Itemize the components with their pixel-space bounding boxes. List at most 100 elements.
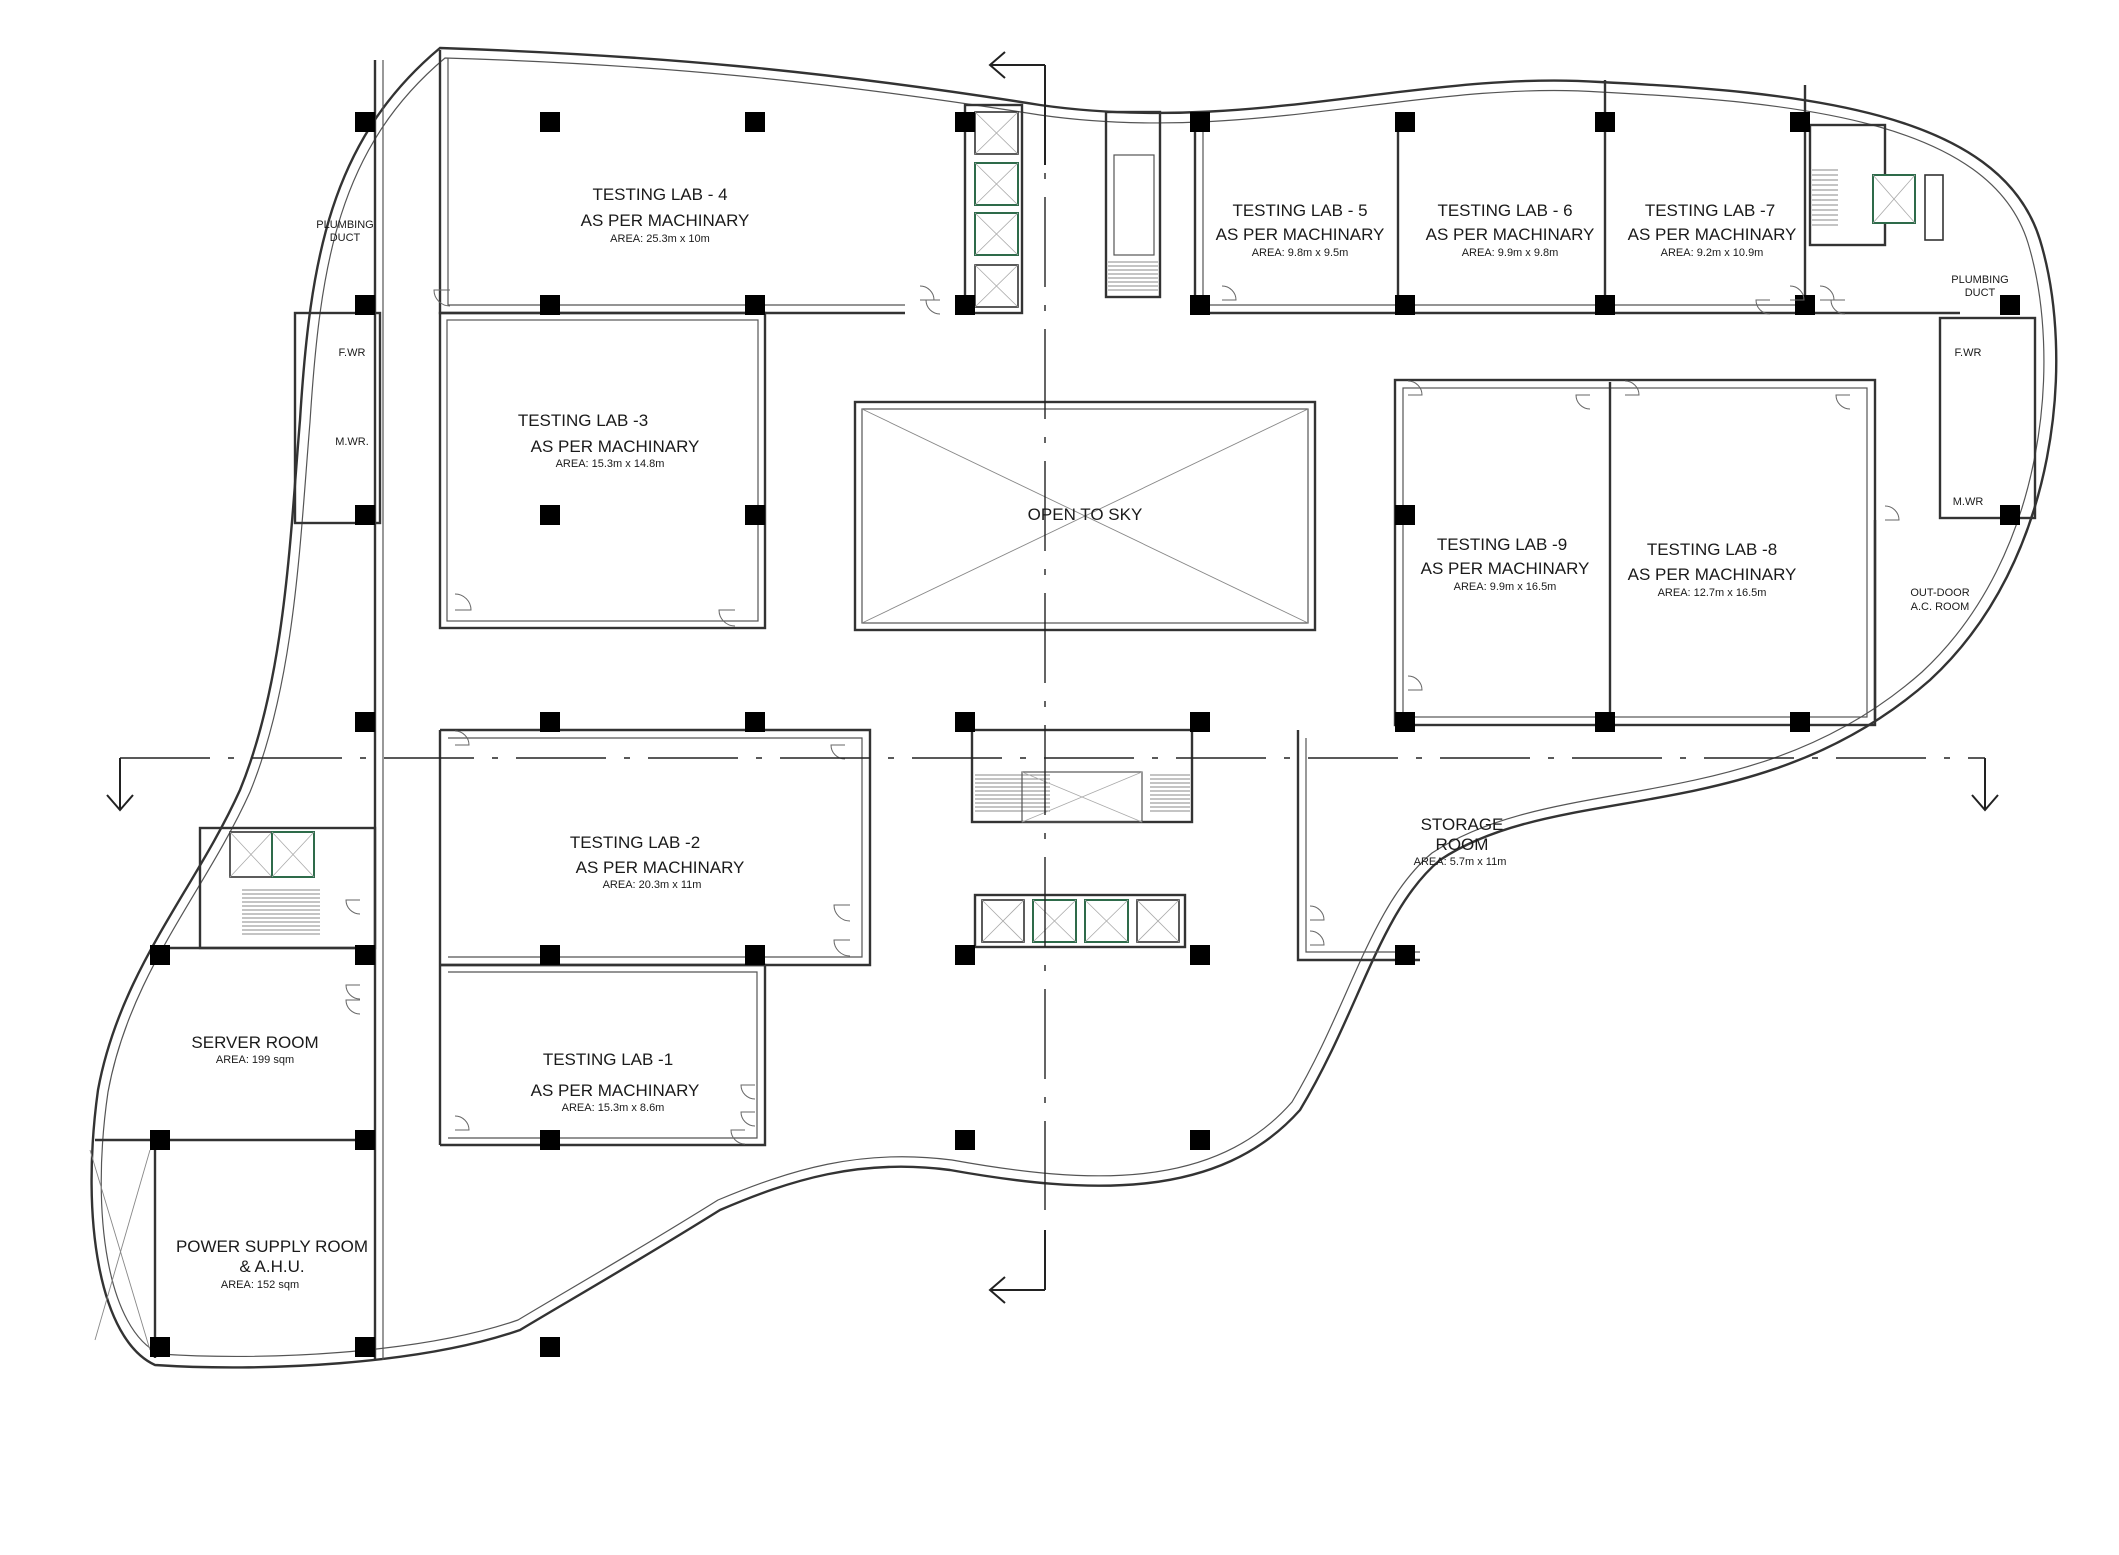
lab6-area: AREA: 9.9m x 9.8m — [1462, 247, 1559, 259]
lab8-use: AS PER MACHINARY — [1628, 565, 1797, 584]
mwr-left: M.WR. — [335, 436, 369, 448]
column — [1190, 112, 1210, 132]
structural-columns — [150, 112, 2020, 1357]
column — [150, 1130, 170, 1150]
column — [355, 505, 375, 525]
column — [1595, 112, 1615, 132]
column — [1790, 112, 1810, 132]
column — [355, 945, 375, 965]
plumbing-left-line2: DUCT — [330, 232, 361, 244]
lab1-area: AREA: 15.3m x 8.6m — [562, 1102, 665, 1114]
column — [745, 945, 765, 965]
door-swing — [1309, 930, 1325, 946]
door-swing — [1407, 380, 1423, 396]
power-area: AREA: 152 sqm — [221, 1279, 299, 1291]
door-swing — [730, 1129, 746, 1145]
open-to-sky-label: OPEN TO SKY — [1028, 505, 1143, 524]
lab3-area: AREA: 15.3m x 14.8m — [556, 458, 665, 470]
column — [540, 295, 560, 315]
column — [355, 295, 375, 315]
column — [540, 505, 560, 525]
door-swing — [454, 1115, 470, 1131]
column — [150, 1337, 170, 1357]
section-arrow-left — [106, 758, 134, 812]
storage-area: AREA: 5.7m x 11m — [1414, 856, 1507, 868]
door-swing — [740, 1111, 756, 1127]
outdoor-ac-line2: A.C. ROOM — [1911, 601, 1970, 613]
column — [745, 295, 765, 315]
open-to-sky-void — [853, 400, 1317, 632]
column — [355, 112, 375, 132]
column — [1395, 712, 1415, 732]
outdoor-ac-line1: OUT-DOOR — [1910, 587, 1969, 599]
server-area: AREA: 199 sqm — [216, 1054, 294, 1066]
column — [1395, 112, 1415, 132]
lab2-name: TESTING LAB -2 — [570, 833, 700, 852]
mwr-right: M.WR — [1953, 496, 1984, 508]
section-arrow-bottom — [988, 1276, 1045, 1304]
door-swing — [1884, 505, 1900, 521]
lab8-area: AREA: 12.7m x 16.5m — [1658, 587, 1767, 599]
server-name: SERVER ROOM — [191, 1033, 318, 1052]
column — [745, 505, 765, 525]
door-swing — [833, 939, 851, 957]
column — [2000, 505, 2020, 525]
lift-shafts — [229, 111, 1944, 943]
lab9-area: AREA: 9.9m x 16.5m — [1454, 581, 1557, 593]
door-swing — [1624, 380, 1640, 396]
column — [955, 712, 975, 732]
door-swing — [833, 904, 851, 922]
column — [1190, 295, 1210, 315]
column — [1190, 1130, 1210, 1150]
lab6-name: TESTING LAB - 6 — [1437, 201, 1572, 220]
column — [745, 112, 765, 132]
lab3-name: TESTING LAB -3 — [518, 411, 648, 430]
plumbing-left-line1: PLUMBING — [316, 219, 373, 231]
lab1-use: AS PER MACHINARY — [531, 1081, 700, 1100]
column — [540, 112, 560, 132]
door-swing — [1819, 285, 1835, 301]
door-swing — [345, 984, 361, 1000]
door-swing — [454, 593, 472, 611]
plumbing-right-line1: PLUMBING — [1951, 274, 2008, 286]
building-outline — [90, 46, 2058, 1369]
lab4-name: TESTING LAB - 4 — [592, 185, 727, 204]
column — [540, 1130, 560, 1150]
lab5-name: TESTING LAB - 5 — [1232, 201, 1367, 220]
fwr-left: F.WR — [339, 347, 366, 359]
column — [1395, 945, 1415, 965]
column — [1790, 712, 1810, 732]
lab6-use: AS PER MACHINARY — [1426, 225, 1595, 244]
section-arrow-top — [988, 51, 1045, 79]
column — [540, 712, 560, 732]
lab4-use: AS PER MACHINARY — [581, 211, 750, 230]
power-line2: & A.H.U. — [239, 1257, 304, 1276]
column — [1190, 945, 1210, 965]
column — [540, 945, 560, 965]
lab2-area: AREA: 20.3m x 11m — [603, 879, 702, 891]
column — [1595, 712, 1615, 732]
column — [355, 1337, 375, 1357]
door-swing — [433, 289, 451, 307]
section-lines — [106, 51, 1999, 1304]
door-swing — [740, 1084, 756, 1100]
section-arrow-right — [1971, 758, 1999, 812]
column — [1595, 295, 1615, 315]
door-swing — [1309, 905, 1325, 921]
lab7-name: TESTING LAB -7 — [1645, 201, 1775, 220]
door-swing — [1221, 285, 1237, 301]
door-swing — [1835, 394, 1851, 410]
lab5-area: AREA: 9.8m x 9.5m — [1252, 247, 1349, 259]
column — [355, 712, 375, 732]
door-swing — [345, 999, 361, 1015]
column — [955, 1130, 975, 1150]
column — [1395, 505, 1415, 525]
lab1-name: TESTING LAB -1 — [543, 1050, 673, 1069]
stairs — [242, 154, 1838, 935]
stair-landing — [1113, 154, 1155, 256]
lab9-use: AS PER MACHINARY — [1421, 559, 1590, 578]
fwr-right: F.WR — [1955, 347, 1982, 359]
lab7-area: AREA: 9.2m x 10.9m — [1661, 247, 1764, 259]
lab4-area: AREA: 25.3m x 10m — [610, 233, 710, 245]
column — [355, 1130, 375, 1150]
